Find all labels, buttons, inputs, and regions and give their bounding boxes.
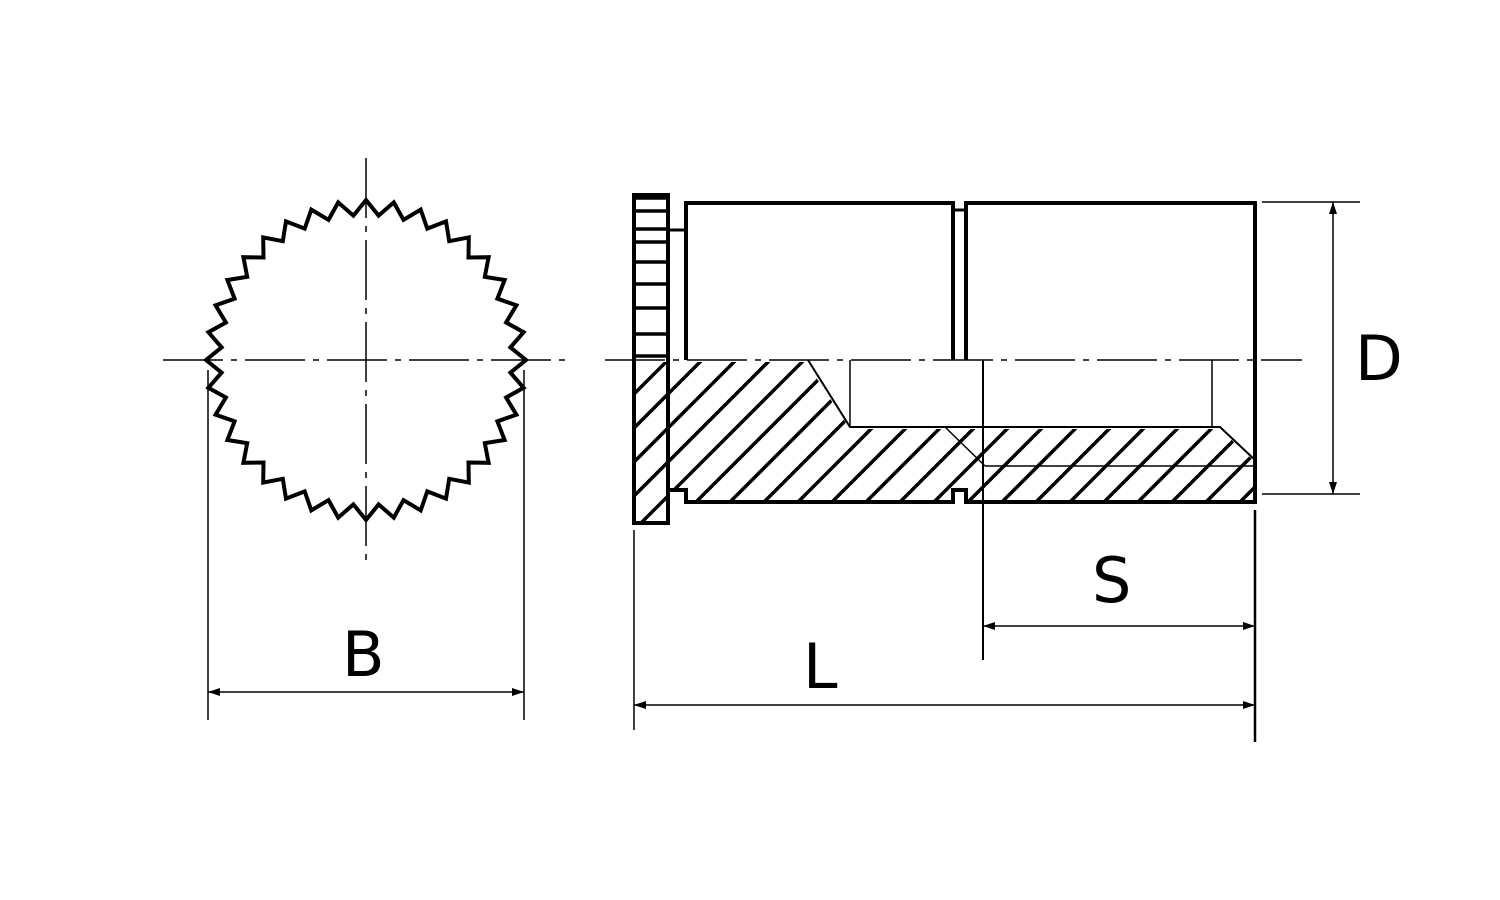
hatch-line: [636, 362, 690, 521]
label-L: L: [803, 630, 838, 703]
head-flange: [632, 193, 670, 525]
hatch-line: [908, 362, 1132, 521]
hatch-line: [636, 362, 826, 521]
knurl-end-view: [163, 158, 570, 563]
section-view: [605, 193, 1500, 560]
hatch-line: [636, 362, 860, 521]
hatch-line: [1318, 340, 1500, 560]
hatch-line: [1010, 362, 1234, 521]
hatch-line: [1386, 340, 1500, 560]
hatch-line: [806, 362, 1030, 521]
body-upper-right: [668, 201, 1257, 504]
hatch-line: [1078, 362, 1253, 521]
hatch-line: [840, 362, 1064, 521]
hatch-line: [976, 362, 1200, 521]
label-S: S: [1092, 544, 1131, 617]
section-hatching: [636, 340, 1500, 560]
bore-outline: [807, 359, 1256, 461]
head-knurl-lines: [634, 196, 668, 358]
hatch-line: [1146, 362, 1253, 521]
hatch-line: [636, 362, 758, 521]
hatch-line: [772, 362, 996, 521]
body-upper-left: [684, 201, 955, 360]
hatch-line: [942, 362, 1166, 521]
hatch-line: [1420, 340, 1500, 560]
hatch-line: [670, 362, 894, 521]
hatch-line: [1454, 340, 1500, 560]
hatch-line: [1044, 362, 1253, 521]
hatch-line: [1488, 340, 1500, 560]
hatch-line: [636, 362, 656, 521]
dimensions: [207, 201, 1360, 742]
hatch-line: [636, 362, 724, 521]
hatch-line: [636, 362, 792, 521]
hatch-line: [1214, 362, 1253, 521]
label-D: D: [1355, 322, 1403, 395]
label-B: B: [342, 618, 385, 691]
hatch-line: [874, 362, 1098, 521]
hatch-line: [1112, 362, 1253, 521]
